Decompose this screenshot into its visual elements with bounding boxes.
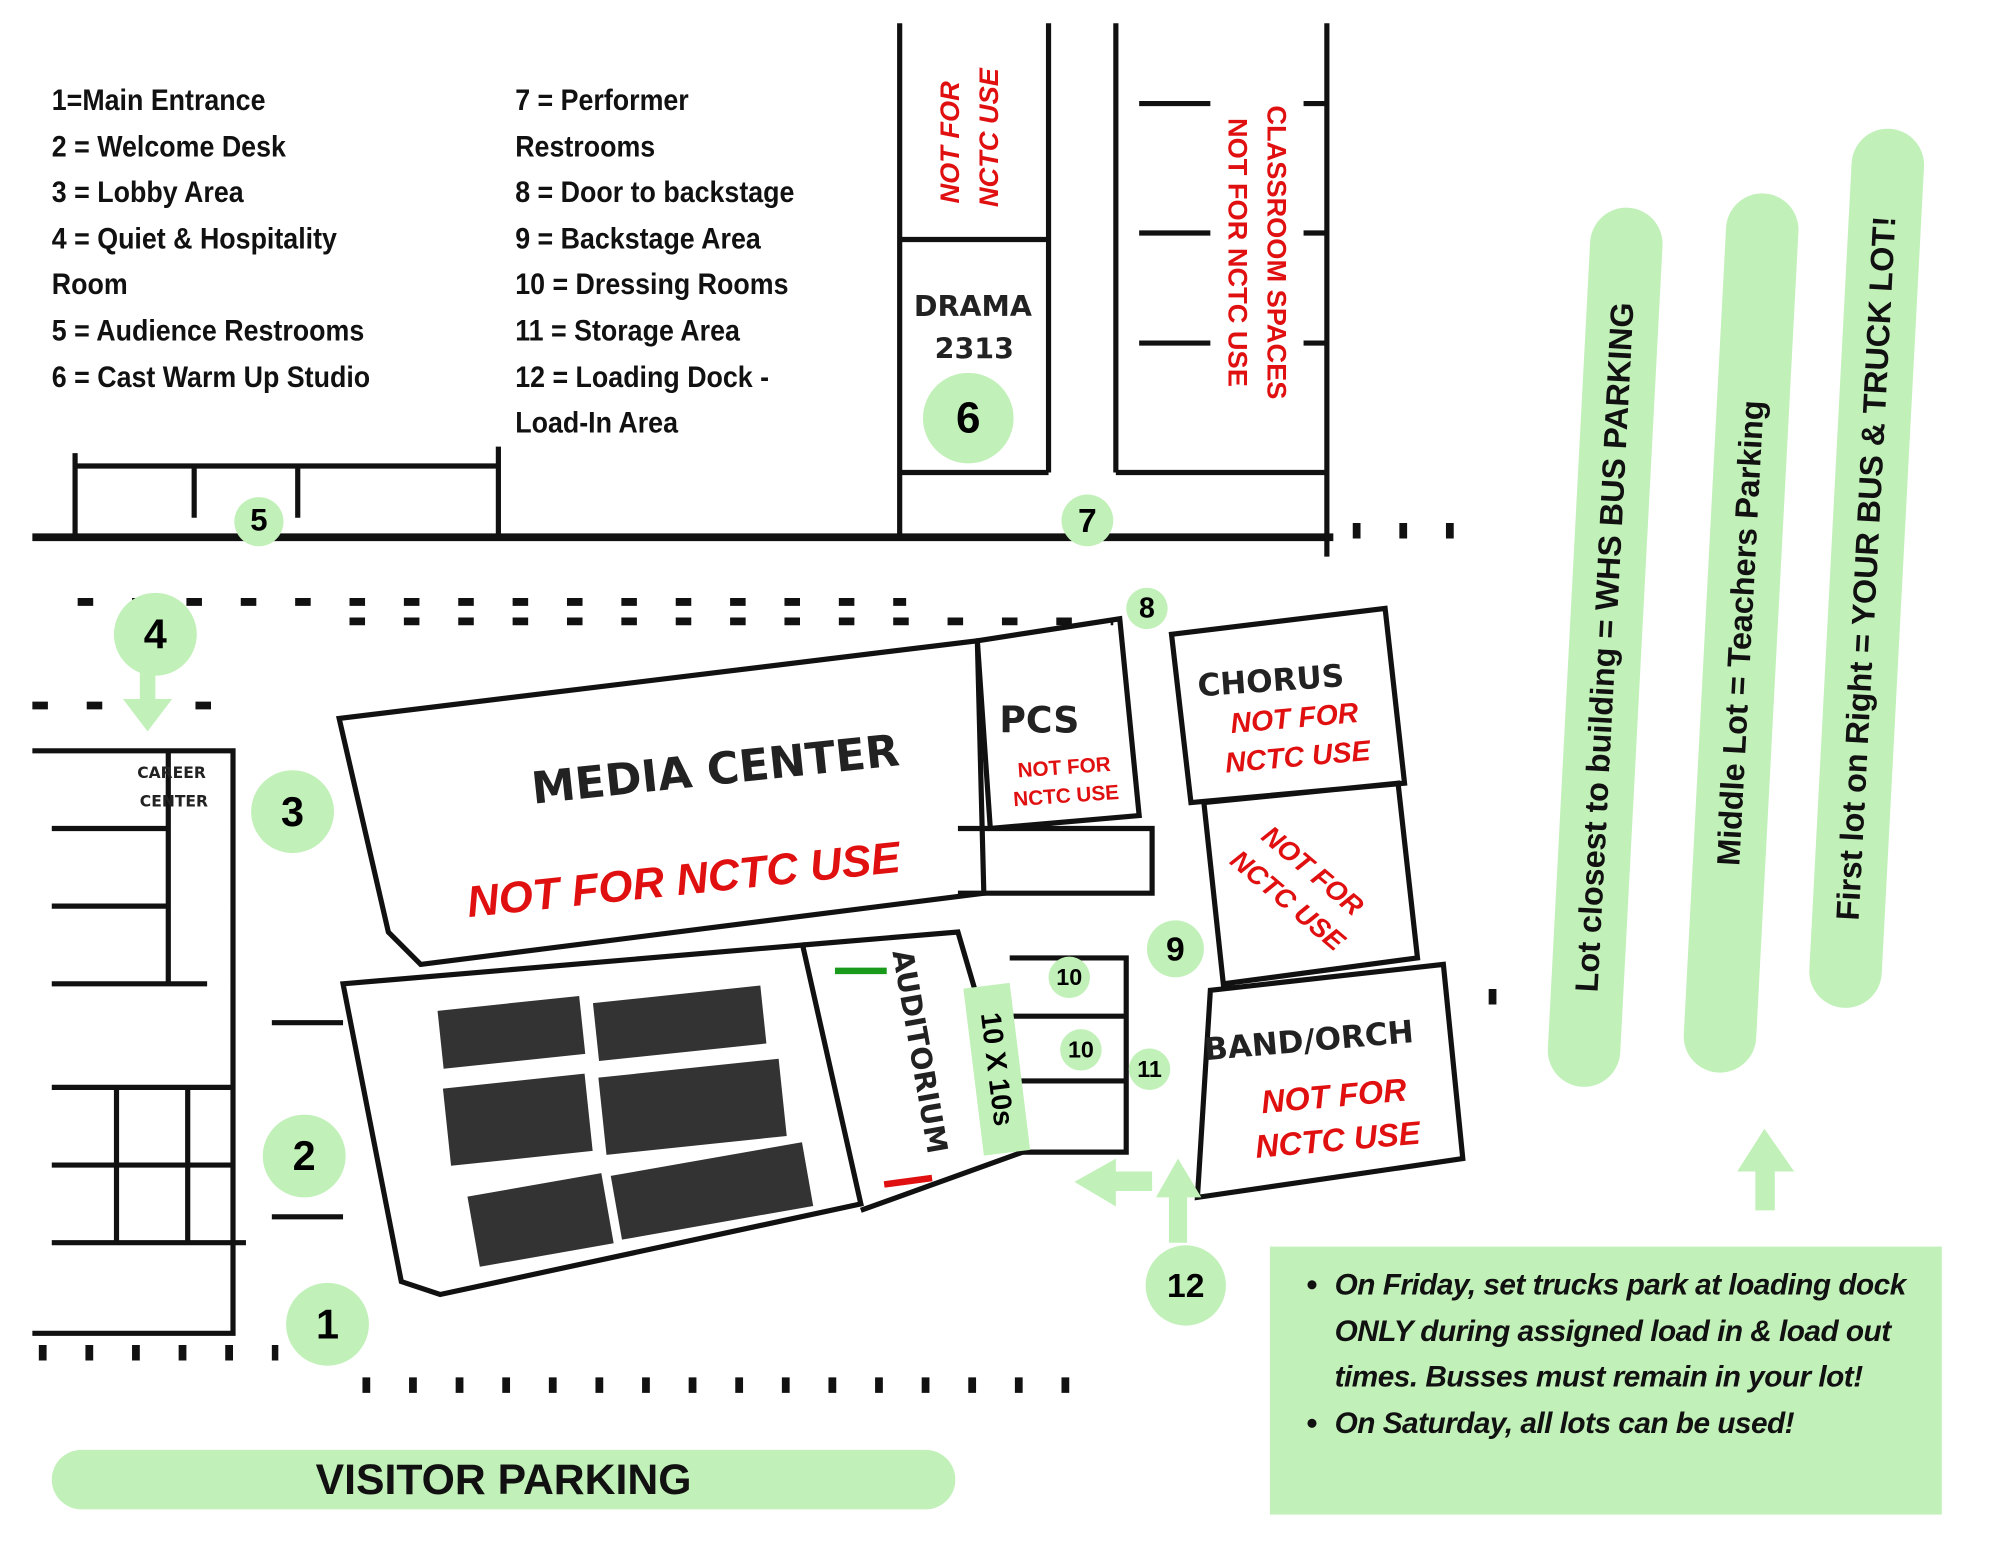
- restriction-chorus: NOT FOR NCTC USE: [1220, 693, 1372, 783]
- room-drama: DRAMA: [913, 291, 1032, 324]
- marker-welcome-desk: 2: [262, 1114, 346, 1198]
- marker-dressing-room: 10: [1048, 956, 1090, 999]
- seating-block: [598, 1058, 787, 1155]
- legend-item: 7 = Performer: [515, 82, 689, 117]
- arrow-left-icon: [1074, 1158, 1153, 1207]
- room-career-center: CENTER: [139, 792, 208, 811]
- room-pcs: PCS: [999, 699, 1080, 742]
- legend-item: 9 = Backstage Area: [515, 221, 761, 255]
- legend-item: 12 = Loading Dock -: [515, 359, 770, 393]
- marker-backstage-door: 8: [1126, 587, 1168, 630]
- legend-item: 4 = Quiet & Hospitality: [51, 221, 337, 255]
- room-career: CAREER: [137, 763, 206, 782]
- restriction-line: NCTC USE: [974, 68, 1005, 208]
- legend-item: Load-In Area: [515, 405, 678, 440]
- legend-item: 10 = Dressing Rooms: [515, 267, 789, 301]
- restriction-line: NOT FOR NCTC USE: [1222, 118, 1252, 387]
- notes-list: On Friday, set trucks park at loading do…: [1306, 1262, 1931, 1446]
- restriction-drama: NOT FOR NCTC USE: [932, 68, 1010, 208]
- room-drama-number: 2313: [934, 333, 1014, 367]
- restriction-classrooms: CLASSROOM SPACES NOT FOR NCTC USE: [1217, 71, 1295, 433]
- legend-item: 8 = Door to backstage: [515, 175, 795, 209]
- arrow-up-icon: [1155, 1158, 1202, 1243]
- marker-main-entrance: 1: [286, 1282, 369, 1366]
- marker-quiet-room: 4: [113, 592, 197, 676]
- arrow-up-icon: [1737, 1128, 1795, 1211]
- legend-item: 3 = Lobby Area: [51, 175, 244, 209]
- restriction-line: CLASSROOM SPACES: [1260, 105, 1291, 400]
- legend-item: Room: [51, 267, 128, 301]
- marker-performer-restrooms: 7: [1061, 494, 1114, 547]
- marker-audience-restrooms: 5: [234, 497, 284, 547]
- visitor-parking: VISITOR PARKING: [51, 1449, 956, 1510]
- marker-dressing-room: 10: [1060, 1029, 1102, 1071]
- marker-warm-up-studio: 6: [922, 372, 1014, 464]
- marker-lobby: 3: [251, 770, 334, 854]
- restriction-line: NOT FOR: [935, 81, 966, 204]
- seating-block: [467, 1173, 614, 1267]
- arrow-down-icon: [122, 670, 173, 732]
- seating-block: [610, 1142, 814, 1240]
- seating-block: [437, 995, 586, 1069]
- marker-loading-dock: 12: [1145, 1245, 1226, 1326]
- note-friday: On Friday, set trucks park at loading do…: [1335, 1262, 1932, 1400]
- legend-item: 1=Main Entrance: [51, 82, 266, 117]
- restriction-band: NOT FOR NCTC USE: [1250, 1067, 1422, 1169]
- legend-item: 11 = Storage Area: [515, 313, 740, 347]
- marker-backstage-area: 9: [1146, 920, 1204, 978]
- legend-item: Restrooms: [515, 128, 656, 163]
- legend-item: 6 = Cast Warm Up Studio: [51, 359, 371, 393]
- note-saturday: On Saturday, all lots can be used!: [1335, 1400, 1932, 1446]
- marker-storage: 11: [1128, 1048, 1171, 1090]
- classroom-note-bg: [1210, 51, 1304, 428]
- seating-block: [442, 1073, 593, 1166]
- legend-item: 2 = Welcome Desk: [51, 128, 286, 163]
- legend-item: 5 = Audience Restrooms: [51, 313, 365, 347]
- legend-left: 1=Main Entrance 2 = Welcome Desk 3 = Lob…: [52, 78, 370, 401]
- legend-right: 7 = Performer Restrooms 8 = Door to back…: [515, 78, 794, 447]
- restriction-pcs: NOT FOR NCTC USE: [1010, 751, 1120, 815]
- seating-block: [592, 985, 767, 1062]
- notes-box: On Friday, set trucks park at loading do…: [1269, 1246, 1942, 1515]
